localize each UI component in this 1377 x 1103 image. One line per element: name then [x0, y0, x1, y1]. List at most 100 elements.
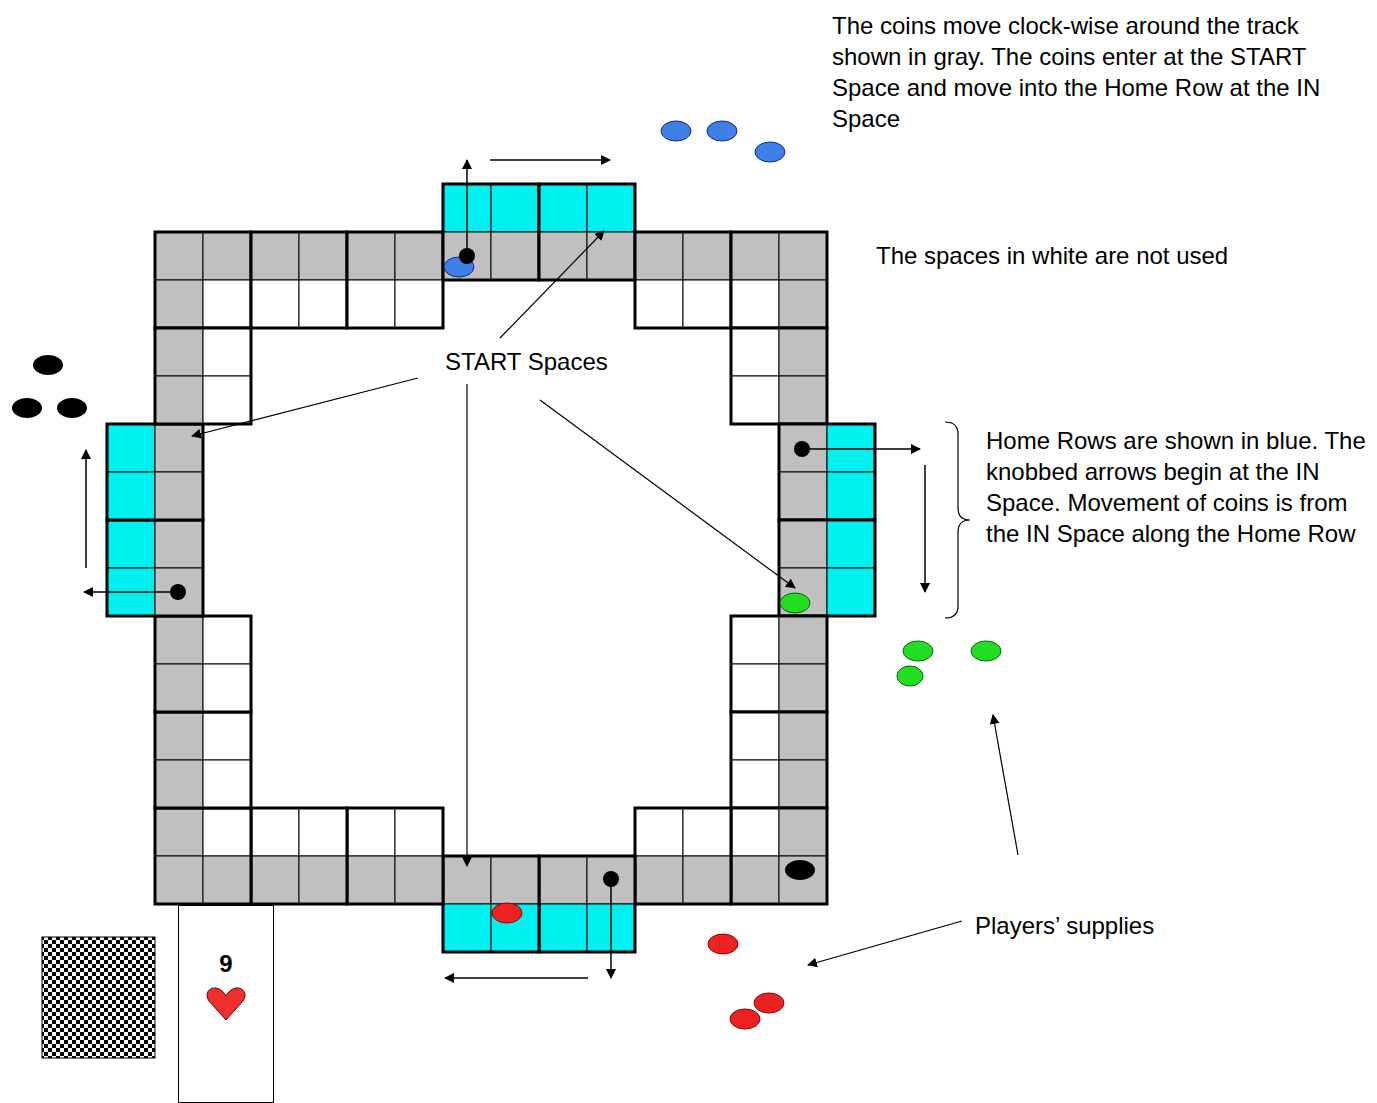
block-outline — [155, 232, 251, 328]
in-arrow — [802, 448, 920, 450]
track-cell — [731, 664, 779, 712]
track-cell — [635, 232, 683, 280]
note: The spaces in white are not used — [876, 240, 1356, 271]
track-cell — [827, 568, 875, 616]
track-cell — [347, 808, 395, 856]
track-cell — [731, 712, 779, 760]
leader-line — [993, 715, 1018, 855]
track-cell — [395, 280, 443, 328]
track-cell — [491, 184, 539, 232]
green-coin — [971, 641, 1001, 661]
block-outline — [779, 424, 875, 520]
track-cell — [779, 328, 827, 376]
blue-coin — [755, 142, 785, 162]
track-cell — [347, 856, 395, 904]
callout-label: Players’ supplies — [975, 910, 1275, 941]
black-coin — [33, 355, 63, 375]
track-cell — [779, 616, 827, 664]
knob-dot — [459, 248, 475, 264]
track-cell — [491, 856, 539, 904]
track-cell — [779, 760, 827, 808]
track-cell — [155, 856, 203, 904]
track-cell — [587, 184, 635, 232]
track-cell — [155, 280, 203, 328]
track-cell — [587, 232, 635, 280]
block-outline — [251, 232, 347, 328]
track-cell — [203, 760, 251, 808]
block-outline — [779, 520, 875, 616]
track-cell — [779, 376, 827, 424]
in-arrow — [466, 160, 468, 256]
track-cell — [779, 520, 827, 568]
knob-dot — [794, 441, 810, 457]
leader-line — [540, 400, 795, 588]
blue-coin — [661, 121, 691, 141]
in-arrow — [84, 591, 178, 593]
block-outline — [731, 616, 827, 712]
track-cell — [731, 808, 779, 856]
track-cell — [203, 712, 251, 760]
track-cell — [779, 424, 827, 472]
track-cell — [731, 616, 779, 664]
card-back — [42, 937, 155, 1058]
track-cell — [731, 328, 779, 376]
track-cell — [203, 232, 251, 280]
track-cell — [683, 232, 731, 280]
block-outline — [731, 328, 827, 424]
track-cell — [107, 520, 155, 568]
knob-dot — [603, 871, 619, 887]
track-cell — [347, 280, 395, 328]
in-arrow — [610, 879, 612, 978]
track-cell — [827, 520, 875, 568]
track-cell — [155, 760, 203, 808]
block-outline — [347, 232, 443, 328]
track-cell — [155, 376, 203, 424]
track-cell — [779, 472, 827, 520]
block-outline — [251, 808, 347, 904]
track-cell — [107, 424, 155, 472]
card-rank: 9 — [179, 906, 273, 978]
block-outline — [155, 712, 251, 808]
track-cell — [395, 808, 443, 856]
track-cell — [251, 856, 299, 904]
heart-suit — [206, 986, 246, 1022]
block-outline — [107, 424, 203, 520]
track-cell — [203, 664, 251, 712]
track-cell — [539, 184, 587, 232]
track-cell — [731, 232, 779, 280]
green-coin — [903, 641, 933, 661]
track-cell — [635, 856, 683, 904]
track-cell — [203, 328, 251, 376]
block-outline — [539, 856, 635, 952]
track-cell — [731, 280, 779, 328]
track-cell — [827, 472, 875, 520]
black-coin — [785, 860, 815, 880]
track-cell — [203, 376, 251, 424]
track-cell — [779, 808, 827, 856]
track-cell — [107, 472, 155, 520]
track-cell — [683, 808, 731, 856]
block-outline — [539, 184, 635, 280]
track-cell — [203, 616, 251, 664]
track-cell — [251, 232, 299, 280]
block-outline — [443, 856, 539, 952]
track-cell — [779, 280, 827, 328]
leader-line — [808, 921, 962, 965]
track-cell — [299, 232, 347, 280]
direction-arrow — [85, 450, 87, 568]
track-cell — [683, 280, 731, 328]
track-cell — [251, 280, 299, 328]
track-cell — [203, 280, 251, 328]
home-row-note: Home Rows are shown in blue. The knobbed… — [986, 425, 1374, 549]
red-coin — [492, 903, 522, 923]
track-cell — [635, 808, 683, 856]
callout-label: START Spaces — [445, 346, 685, 377]
leader-line — [500, 231, 604, 338]
bracket — [945, 422, 970, 618]
knob-dot — [170, 584, 186, 600]
direction-arrow — [445, 977, 588, 979]
red-coin — [730, 1009, 760, 1029]
track-cell — [155, 712, 203, 760]
track-cell — [731, 760, 779, 808]
block-outline — [731, 232, 827, 328]
